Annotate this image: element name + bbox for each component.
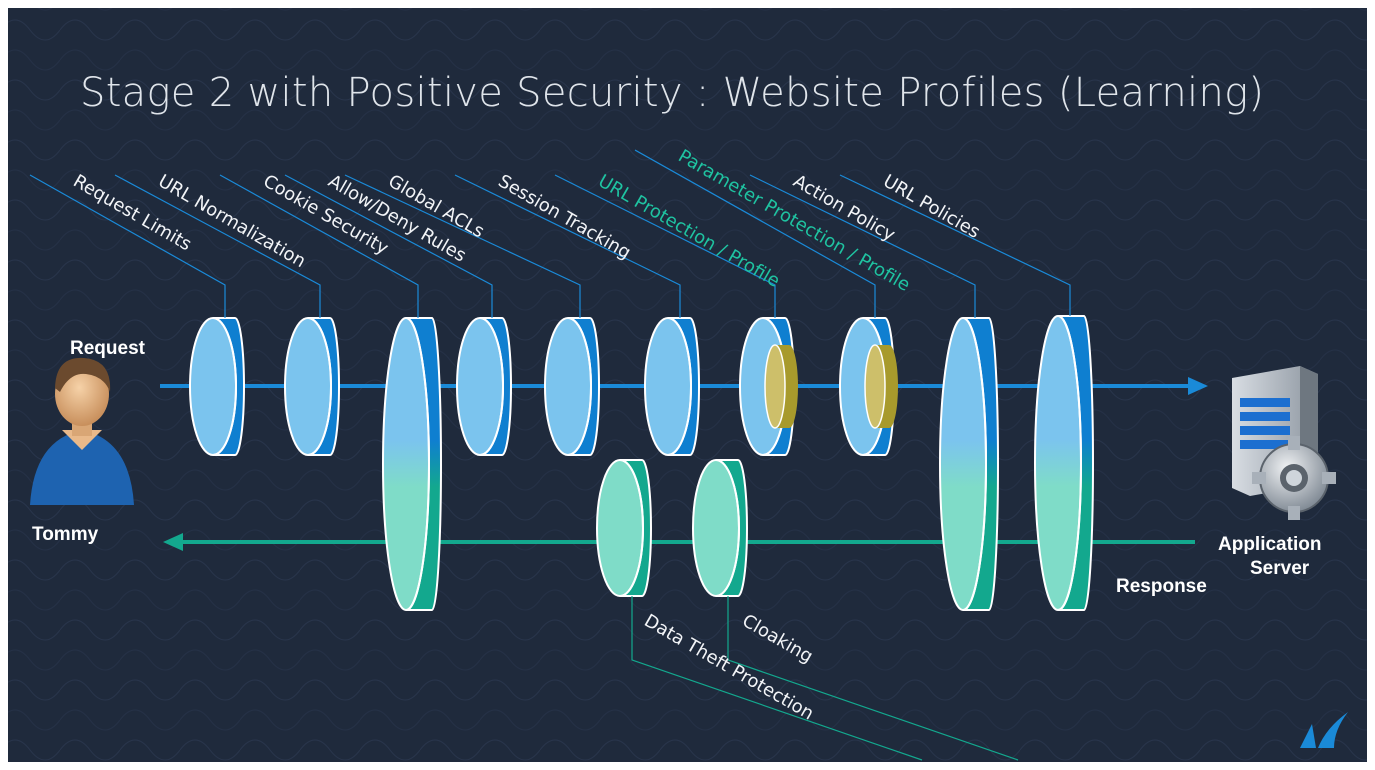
response-leader-line-1 [631, 596, 923, 761]
filter-disk-10 [1034, 315, 1094, 611]
leader-line-6 [454, 174, 681, 318]
response-leader-line-2 [727, 596, 1019, 761]
filter-disk-6 [644, 317, 700, 456]
request-label: Request [70, 338, 145, 359]
barracuda-fin-logo [1300, 712, 1348, 748]
response-disk-2 [692, 459, 748, 597]
filter-disk-4 [456, 317, 512, 456]
response-disk-1 [596, 459, 652, 597]
response-flow-arrow [163, 533, 1195, 551]
filter-disk-1 [189, 317, 245, 456]
server-gear-icon [1232, 366, 1336, 520]
leader-line-9 [749, 174, 976, 318]
learning-profile-disk-7 [764, 344, 798, 429]
leader-line-1 [29, 174, 226, 318]
server-label-line2: Server [1250, 558, 1310, 579]
leader-line-7 [554, 174, 776, 318]
leader-line-4 [284, 174, 493, 318]
user-label: Tommy [32, 524, 99, 545]
leader-line-5 [344, 174, 581, 318]
server-label-line1: Application [1218, 534, 1322, 555]
learning-profile-disk-8 [864, 344, 898, 429]
leader-line-2 [114, 174, 321, 318]
user-avatar-icon [30, 357, 134, 505]
leader-line-3 [219, 174, 419, 318]
slide-title: Stage 2 with Positive Security : Website… [80, 70, 1265, 116]
filter-disk-3 [382, 317, 442, 611]
filter-disk-9 [939, 317, 999, 611]
response-label: Response [1116, 576, 1207, 597]
leader-line-10 [839, 174, 1071, 316]
filter-disk-2 [284, 317, 340, 456]
leader-line-8 [634, 149, 876, 318]
filter-disk-5 [544, 317, 600, 456]
